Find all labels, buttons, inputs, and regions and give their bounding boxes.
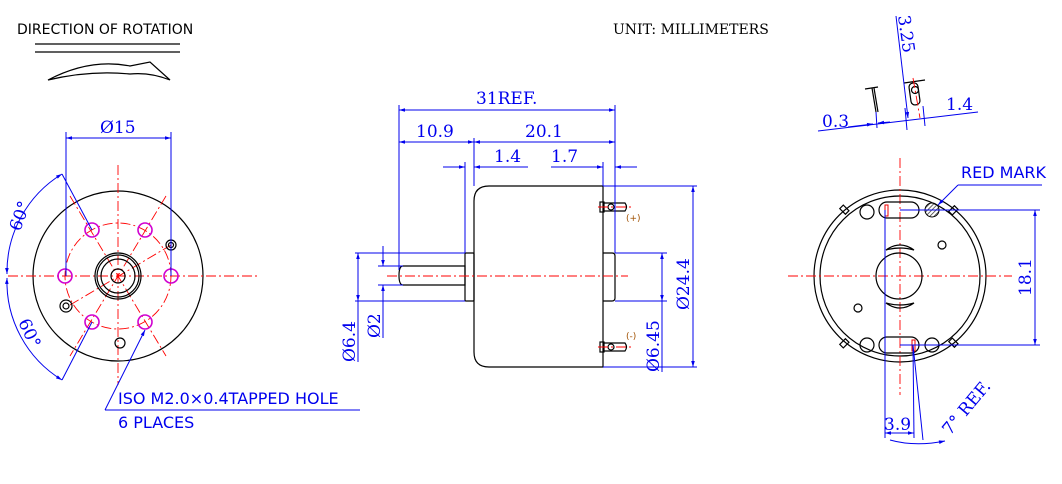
body-length-label: 20.1 bbox=[525, 122, 563, 142]
front-boss-dia-label: Ø6.4 bbox=[340, 321, 360, 362]
angle-top-label: 60° bbox=[6, 199, 35, 234]
terminal-height-label: 3.25 bbox=[893, 14, 918, 54]
terminal-plus-label: (+) bbox=[626, 214, 641, 224]
terminal-minus bbox=[598, 341, 634, 353]
dia-15-label: Ø15 bbox=[100, 118, 136, 138]
red-mark-label: RED MARK bbox=[961, 163, 1047, 182]
front-boss-length-label: 1.4 bbox=[494, 147, 521, 167]
shaft-dia-label: Ø2 bbox=[365, 313, 385, 338]
tapped-hole-count: 6 PLACES bbox=[118, 413, 194, 432]
terminal-detail: 3.25 0.3 1.4 bbox=[817, 14, 979, 132]
terminal-minus-label: (-) bbox=[626, 332, 636, 342]
angle-ref-label: 7° REF. bbox=[939, 377, 996, 439]
rotation-title: DIRECTION OF ROTATION bbox=[17, 22, 193, 38]
terminal-spacing-label: 18.1 bbox=[1016, 258, 1036, 296]
overall-length-label: 31REF. bbox=[476, 89, 537, 109]
shaft-length-label: 10.9 bbox=[416, 122, 454, 142]
rear-boss-dia-label: Ø6.45 bbox=[644, 320, 664, 372]
body-dia-label: Ø24.4 bbox=[674, 258, 694, 310]
tapped-hole-note: ISO M2.0×0.4TAPPED HOLE bbox=[118, 389, 339, 408]
front-view: Ø15 60° 60° ISO M2.0×0.4TAPPED HOLE 6 PL… bbox=[5, 118, 360, 432]
side-view: (+) (-) 31REF. 10.9 20.1 1.4 1.7 Ø24.4 bbox=[340, 89, 697, 372]
terminal-width-label: 1.4 bbox=[946, 95, 973, 115]
angle-bottom-label: 60° bbox=[13, 316, 44, 352]
rotation-arrow-icon bbox=[35, 43, 180, 81]
rear-view: RED MARK 18.1 3.9 7° REF. bbox=[788, 158, 1047, 445]
unit-label: UNIT: MILLIMETERS bbox=[613, 22, 769, 38]
offset-label: 3.9 bbox=[884, 415, 911, 435]
terminal-plus bbox=[598, 201, 634, 213]
terminal-thickness-label: 0.3 bbox=[822, 112, 849, 132]
rear-boss-length-label: 1.7 bbox=[551, 147, 578, 167]
